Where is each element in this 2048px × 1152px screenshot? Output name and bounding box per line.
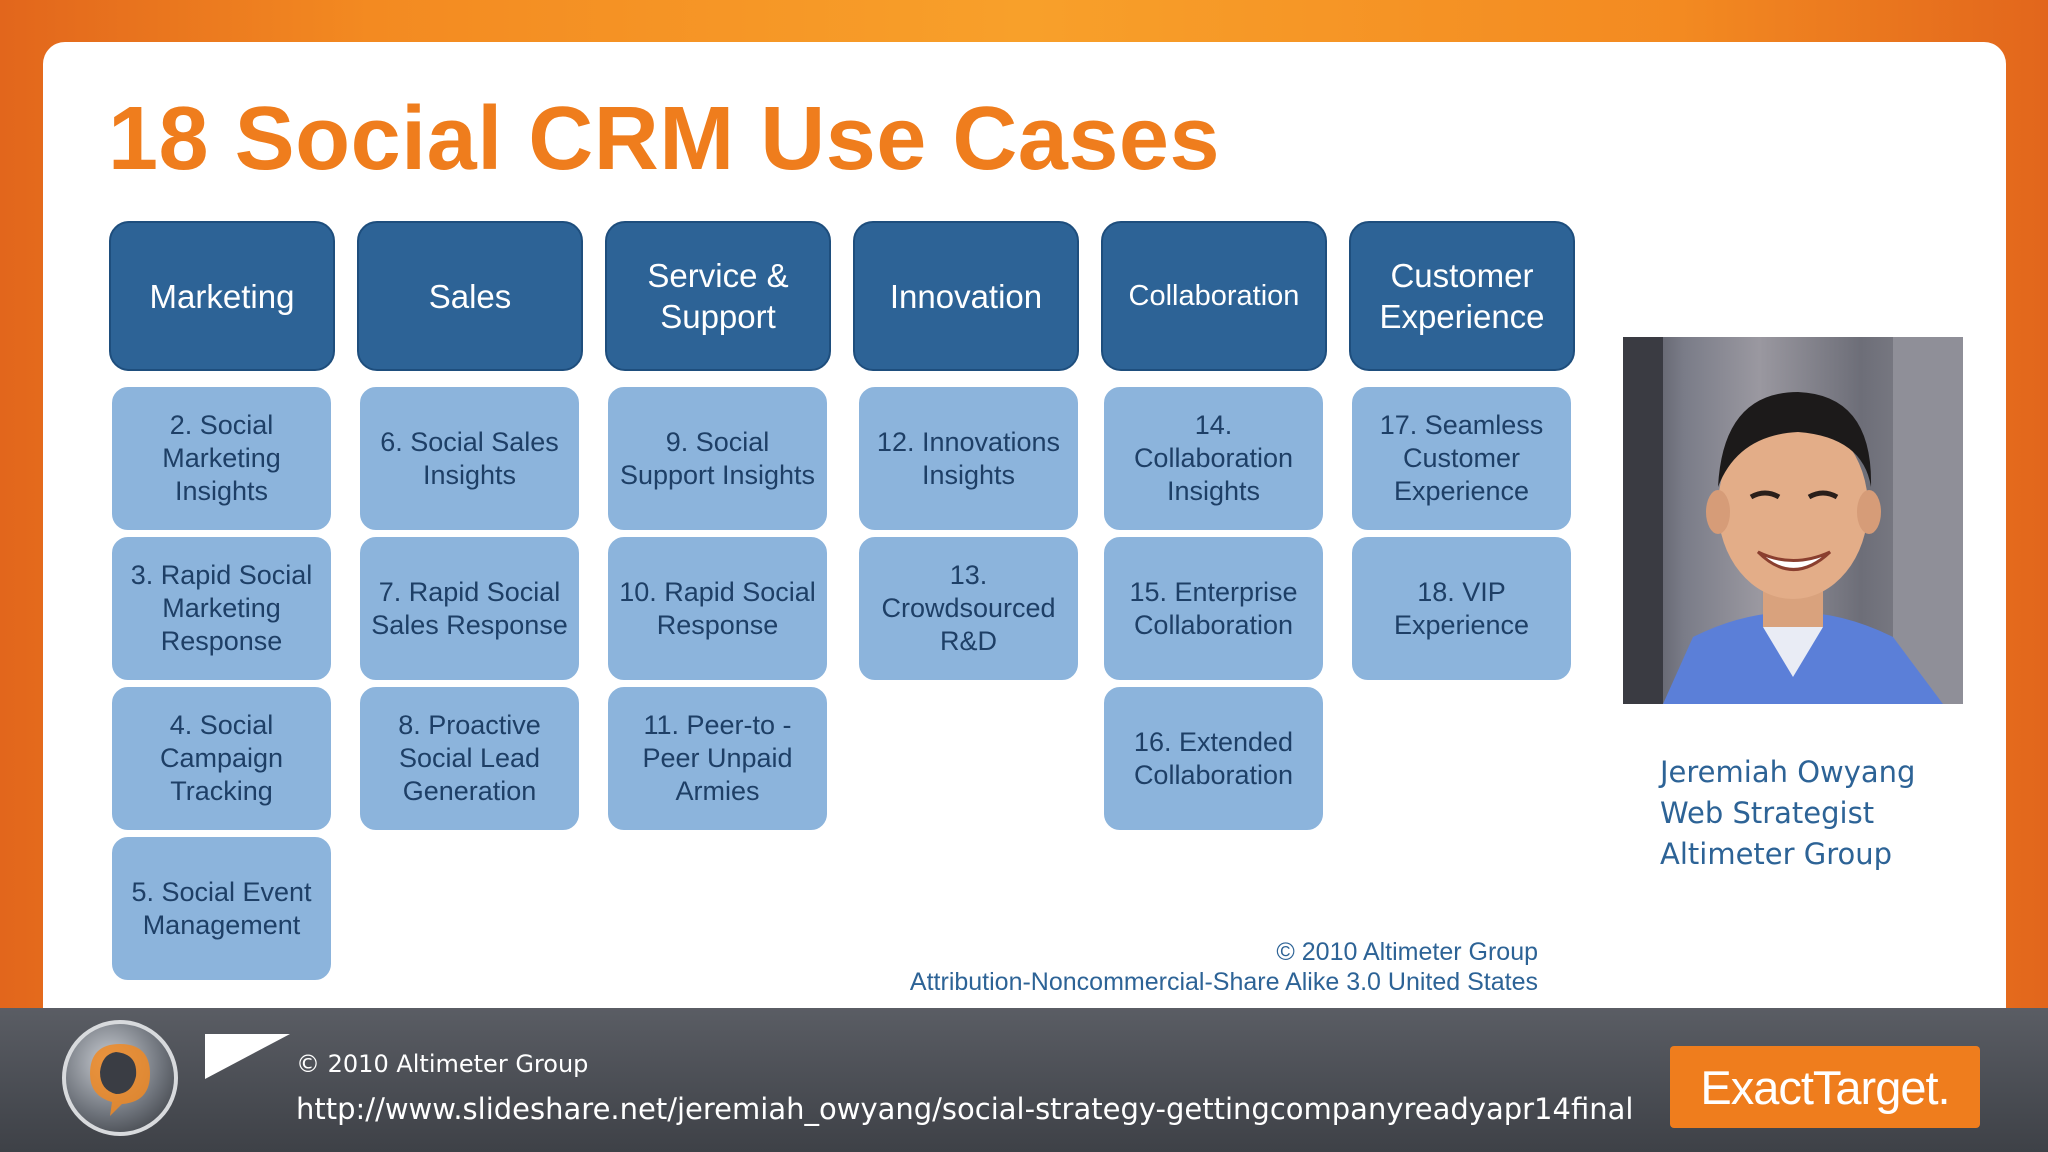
use-case-box: 9. Social Support Insights	[606, 385, 829, 532]
speech-bubble-logo-icon	[62, 1020, 178, 1136]
use-case-box: 15. Enterprise Collaboration	[1102, 535, 1325, 682]
presenter-photo	[1623, 337, 1963, 704]
use-case-box: 10. Rapid Social Response	[606, 535, 829, 682]
presenter-name: Jeremiah Owyang	[1660, 755, 1916, 789]
use-case-box: 13. Crowdsourced R&D	[857, 535, 1080, 682]
slide-copyright: © 2010 Altimeter Group Attribution-Nonco…	[910, 937, 1538, 997]
category-header-marketing: Marketing	[109, 221, 335, 371]
presenter-role: Web Strategist	[1660, 796, 1875, 830]
use-case-box: 4. Social Campaign Tracking	[110, 685, 333, 832]
use-case-box: 12. Innovations Insights	[857, 385, 1080, 532]
category-header-collaboration: Collaboration	[1101, 221, 1327, 371]
category-header-sales: Sales	[357, 221, 583, 371]
use-case-box: 16. Extended Collaboration	[1102, 685, 1325, 832]
license-line: Attribution-Noncommercial-Share Alike 3.…	[909, 968, 1538, 996]
use-case-box: 18. VIP Experience	[1350, 535, 1573, 682]
use-case-box: 17. Seamless Customer Experience	[1350, 385, 1573, 532]
category-header-innovation: Innovation	[853, 221, 1079, 371]
use-case-box: 5. Social Event Management	[110, 835, 333, 982]
speech-tail	[205, 1034, 290, 1079]
use-case-box: 3. Rapid Social Marketing Response	[110, 535, 333, 682]
footer-copyright: © 2010 Altimeter Group	[296, 1050, 589, 1078]
category-header-customer-experience: Customer Experience	[1349, 221, 1575, 371]
presenter-caption: Jeremiah Owyang Web Strategist Altimeter…	[1660, 752, 1915, 875]
category-header-service-support: Service & Support	[605, 221, 831, 371]
exacttarget-logo: ExactTarget.	[1670, 1046, 1980, 1128]
footer-url-link[interactable]: http://www.slideshare.net/jeremiah_owyan…	[296, 1092, 1634, 1126]
use-case-box: 6. Social Sales Insights	[358, 385, 581, 532]
copyright-line: © 2010 Altimeter Group	[1276, 938, 1538, 966]
slide-title: 18 Social CRM Use Cases	[108, 89, 1221, 189]
use-case-box: 14. Collaboration Insights	[1102, 385, 1325, 532]
use-case-box: 7. Rapid Social Sales Response	[358, 535, 581, 682]
use-case-box: 11. Peer-to -Peer Unpaid Armies	[606, 685, 829, 832]
use-case-box: 2. Social Marketing Insights	[110, 385, 333, 532]
person-photo-icon	[1623, 337, 1963, 704]
presenter-company: Altimeter Group	[1660, 837, 1893, 871]
use-case-box: 8. Proactive Social Lead Generation	[358, 685, 581, 832]
